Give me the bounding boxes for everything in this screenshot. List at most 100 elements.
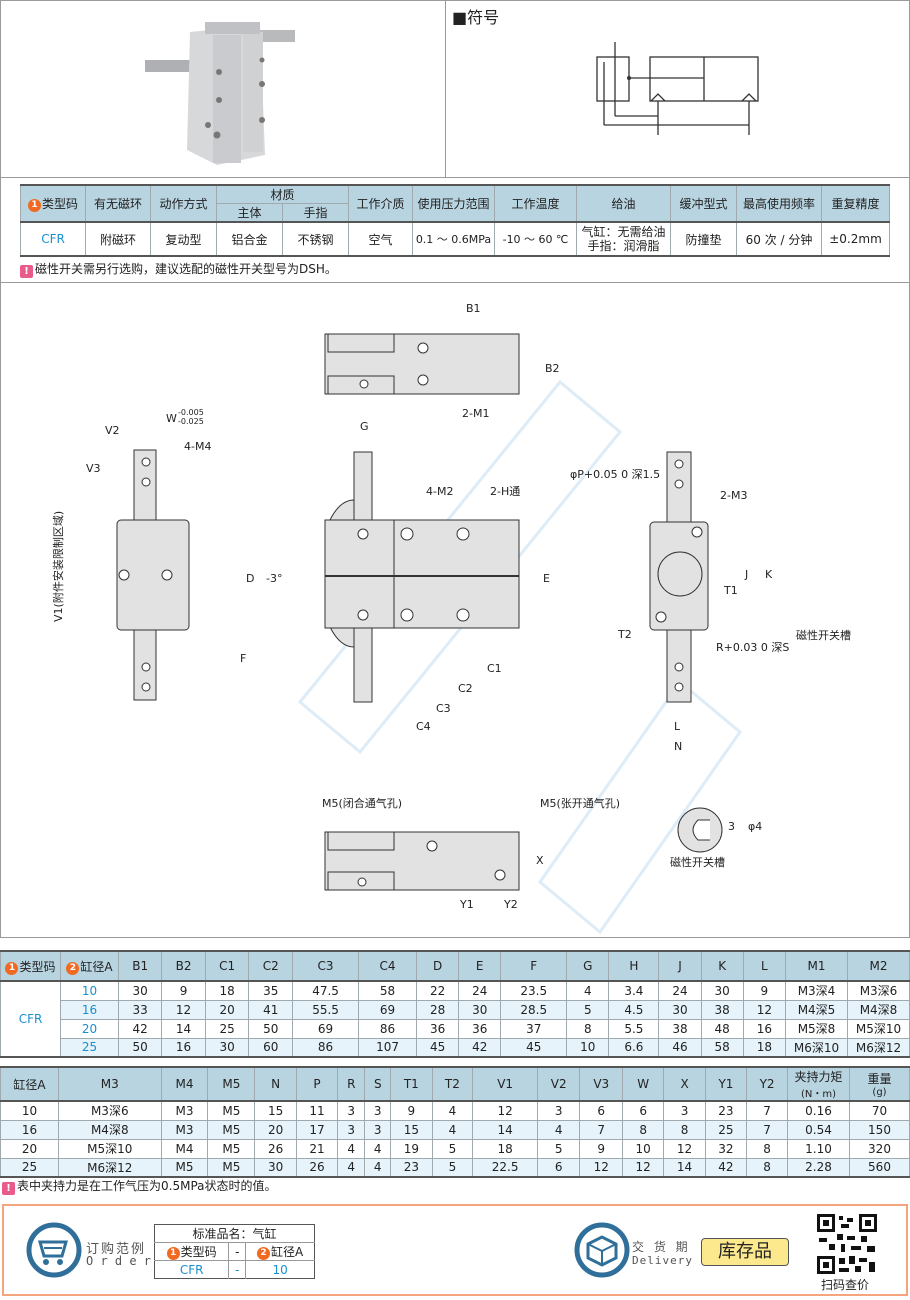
header-medium: 工作介质 — [348, 185, 413, 223]
label-x: X — [536, 854, 544, 867]
label-r: R+0.03 0 深S — [716, 641, 789, 654]
header-pressure: 使用压力范围 — [412, 185, 495, 223]
label-d: D — [246, 572, 254, 585]
header-repeatability: 重复精度 — [821, 185, 890, 223]
svg-text:-0.005: -0.005 — [178, 408, 204, 417]
lubrication-value: 气缸：无需给油手指：润滑脂 — [576, 222, 671, 256]
stock-badge: 库存品 — [701, 1238, 789, 1266]
label-h: 2-H通 — [490, 485, 520, 498]
warning-icon: ! — [20, 265, 33, 278]
dimension-drawing: B1 B2 2-M1 G W -0.005 -0.025 4-M4 V2 V3 … — [51, 302, 851, 935]
header-max-freq: 最高使用频率 — [736, 185, 822, 223]
type-code-value: CFR — [20, 222, 86, 256]
warning-icon: ! — [2, 1182, 15, 1195]
type-code-cell: CFR — [0, 980, 61, 1058]
label-g: G — [360, 420, 369, 433]
label-w: W — [166, 412, 177, 425]
label-p: φP+0.05 0 深1.5 — [570, 468, 660, 481]
divider — [445, 0, 446, 178]
label-k: K — [765, 568, 773, 581]
header-lubrication: 给油 — [576, 185, 671, 223]
label-v2: V2 — [105, 424, 120, 437]
label-angle: -3° — [266, 572, 282, 585]
delivery-title: 交 货 期 — [632, 1240, 691, 1254]
label-slot-detail: 磁性开关槽 — [670, 855, 725, 869]
header-action: 动作方式 — [150, 185, 217, 223]
symbol-title: ■符号 — [452, 8, 500, 27]
spec-note: !磁性开关需另行选购，建议选配的磁性开关型号为DSH。 — [20, 260, 337, 278]
header-material-finger: 手指 — [282, 203, 349, 223]
label-m1: 2-M1 — [462, 407, 489, 420]
cushion-value: 防撞垫 — [670, 222, 737, 256]
label-j: J — [744, 568, 748, 581]
spec-row: CFR 附磁环 复动型 铝合金 不锈钢 空气 0.1 ～ 0.6MPa -10 … — [20, 222, 890, 256]
label-c2: C2 — [458, 682, 473, 695]
label-b1: B1 — [466, 302, 481, 315]
box-icon — [574, 1222, 630, 1278]
svg-text:-0.025: -0.025 — [178, 417, 204, 426]
repeatability-value: ±0.2mm — [821, 222, 890, 256]
order-type-value: CFR — [154, 1260, 230, 1279]
label-c3: C3 — [436, 702, 451, 715]
label-t2: T2 — [617, 628, 632, 641]
order-bore-value: 10 — [272, 1262, 288, 1277]
header-temperature: 工作温度 — [494, 185, 577, 223]
label-m5-open: M5(张开通气孔) — [540, 796, 620, 810]
magnet-ring-value: 附磁环 — [85, 222, 151, 256]
label-n: N — [674, 740, 682, 753]
label-m4: 4-M4 — [184, 440, 211, 453]
max-freq-value: 60 次 / 分钟 — [736, 222, 822, 256]
label-f: F — [240, 652, 246, 665]
pneumatic-symbol — [596, 42, 759, 135]
label-t1: T1 — [723, 584, 738, 597]
svg-text:φ4: φ4 — [748, 820, 762, 833]
medium-value: 空气 — [348, 222, 413, 256]
label-y1: Y1 — [459, 898, 474, 911]
material-finger-value: 不锈钢 — [282, 222, 349, 256]
header-material-body: 主体 — [216, 203, 283, 223]
qr-caption: 扫码查价 — [821, 1278, 870, 1292]
header-material: 材质 — [216, 185, 349, 204]
table-note: !表中夹持力是在工作气压为0.5MPa状态时的值。 — [2, 1177, 277, 1195]
label-e: E — [543, 572, 550, 585]
label-v3: V3 — [86, 462, 101, 475]
label-v1: V1(附件安装限制区域) — [51, 511, 65, 622]
material-body-value: 铝合金 — [216, 222, 283, 256]
label-slot: 磁性开关槽 — [796, 628, 851, 642]
pressure-value: 0.1 ～ 0.6MPa — [412, 222, 495, 256]
label-l: L — [674, 720, 681, 733]
footer-panel — [2, 1204, 908, 1296]
label-y2: Y2 — [503, 898, 518, 911]
header-cushion: 缓冲型式 — [670, 185, 737, 223]
label-m2: 4-M2 — [426, 485, 453, 498]
label-m3: 2-M3 — [720, 489, 747, 502]
header-magnet-ring: 有无磁环 — [85, 185, 151, 223]
svg-text:3: 3 — [728, 820, 735, 833]
label-b2: B2 — [545, 362, 560, 375]
qr-code-icon[interactable] — [817, 1214, 877, 1274]
order-title: 订购范例 — [86, 1242, 147, 1257]
label-m5-close: M5(闭合通气孔) — [322, 796, 402, 810]
action-value: 复动型 — [150, 222, 217, 256]
label-c4: C4 — [416, 720, 431, 733]
product-photo — [145, 22, 295, 165]
label-c1: C1 — [487, 662, 502, 675]
shopping-cart-icon — [26, 1222, 82, 1278]
temperature-value: -10 ～ 60 ℃ — [494, 222, 577, 256]
delivery-subtitle: Delivery — [632, 1254, 693, 1267]
